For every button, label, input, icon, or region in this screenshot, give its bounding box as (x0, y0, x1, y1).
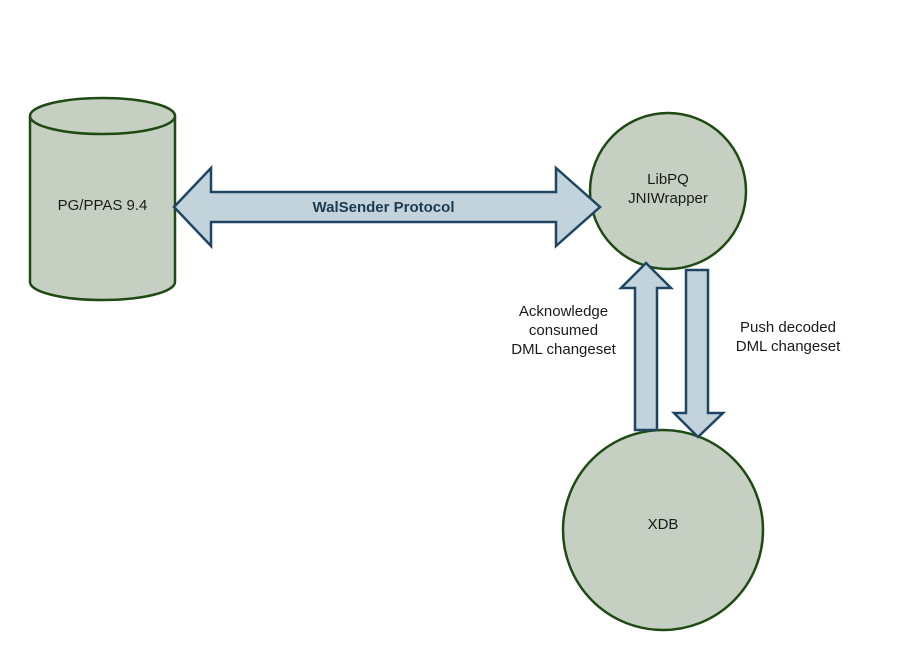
acknowledge-label-line-2: consumed (528, 322, 599, 339)
pg-node-label: PG/PPAS 9.4 (57, 197, 148, 214)
libpq-circle-node (588, 111, 748, 271)
cylinder-body (28, 116, 177, 302)
xdb-node-label: XDB (647, 516, 679, 533)
pg-cylinder-node (28, 96, 177, 302)
walsender-edge-label: WalSender Protocol (312, 199, 455, 216)
push-label-line-2: DML changeset (735, 338, 841, 355)
acknowledge-edge-label: Acknowledge consumed DML changeset (496, 302, 631, 359)
walsender-double-arrow (172, 164, 602, 250)
xdb-circle-node (561, 428, 765, 632)
libpq-label-line-2: JNIWrapper (628, 190, 708, 207)
push-edge-label: Push decoded DML changeset (718, 318, 858, 356)
acknowledge-label-line-1: Acknowledge (518, 303, 609, 320)
push-down-arrow (670, 268, 727, 439)
acknowledge-label-line-3: DML changeset (511, 341, 616, 358)
push-label-line-1: Push decoded (740, 319, 836, 336)
acknowledge-up-arrow (617, 261, 675, 432)
libpq-label-line-1: LibPQ (647, 171, 689, 188)
libpq-node-label: LibPQ JNIWrapper (590, 170, 746, 208)
cylinder-top (28, 96, 177, 136)
